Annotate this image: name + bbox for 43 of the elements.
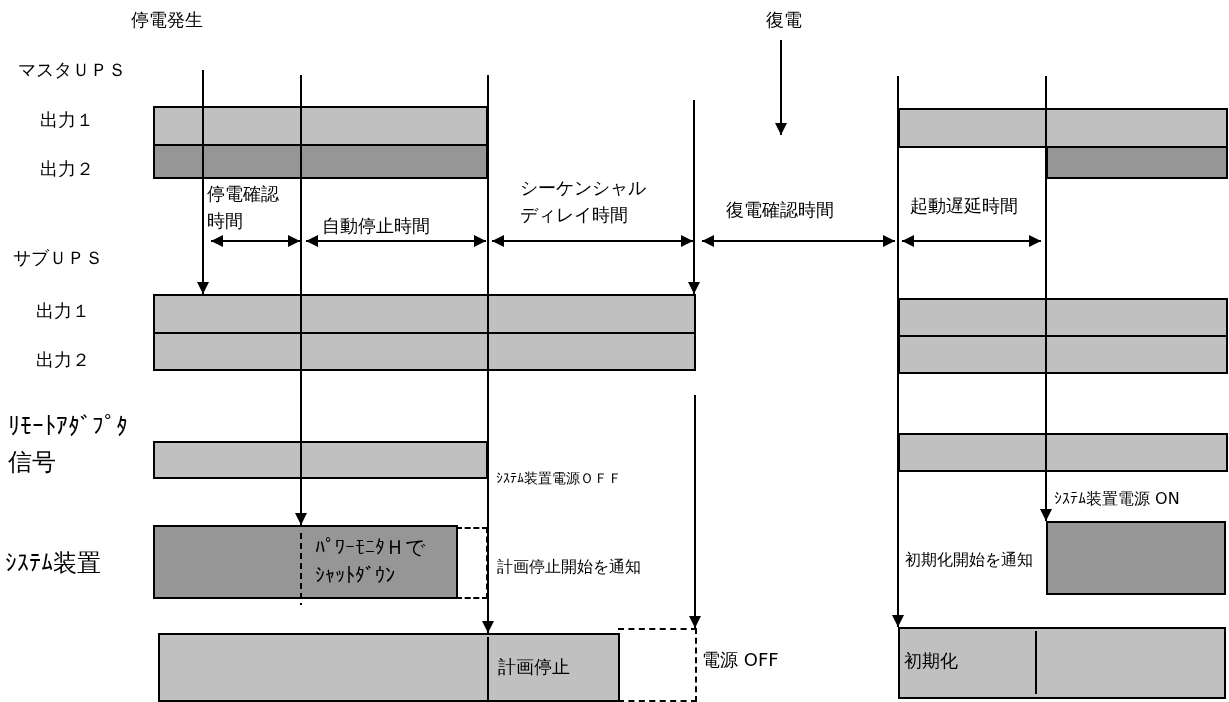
note: 計画停止開始を通知: [497, 556, 641, 578]
row-label: 出力２: [36, 348, 90, 372]
duration-label: 自動停止時間: [322, 214, 430, 238]
note: ｼｽﾃﾑ装置電源ＯＦＦ: [496, 469, 622, 488]
event-label: 停電発生: [131, 8, 203, 32]
timing-bar: ﾊﾟﾜｰﾓﾆﾀＨでｼｬｯﾄﾀﾞｳﾝ: [153, 525, 458, 599]
timing-bar: 初期化: [898, 627, 1226, 699]
arrow: [295, 74, 307, 526]
timing-bar: [898, 298, 1228, 337]
row-label: サブＵＰＳ: [13, 246, 103, 270]
timing-bar: [153, 106, 488, 146]
timing-bar: [153, 294, 696, 334]
dashed-box: [456, 527, 488, 599]
arrow: [1040, 75, 1052, 522]
timing-bar: [153, 332, 696, 371]
timing-bar: [153, 144, 488, 179]
timing-bar: [898, 108, 1228, 148]
row-label: ｼｽﾃﾑ装置: [5, 548, 101, 579]
duration-label: 停電確認時間: [207, 182, 280, 233]
arrow: [482, 74, 494, 634]
dashed-box: [618, 628, 697, 702]
event-label: 復電: [766, 8, 802, 32]
duration-label: シーケンシャルディレイ時間: [520, 176, 647, 227]
timing-bar: [153, 441, 488, 479]
row-label: 出力１: [40, 108, 94, 132]
row-label: 出力１: [36, 299, 90, 323]
row-label: 出力２: [40, 157, 94, 181]
duration-label: 復電確認時間: [726, 198, 834, 222]
timing-bar: [898, 335, 1228, 374]
row-label: マスタＵＰＳ: [18, 58, 126, 82]
note: 初期化開始を通知: [905, 549, 1033, 571]
timing-bar: [898, 433, 1228, 472]
arrow: [892, 75, 904, 628]
arrow: [197, 69, 209, 295]
row-label: ﾘﾓｰﾄｱﾀﾞﾌﾟﾀ信号: [8, 411, 129, 478]
note: 電源 OFF: [702, 648, 779, 672]
timing-bar: [1046, 521, 1226, 595]
arrow: [689, 394, 701, 629]
timing-bar: 計画停止: [158, 633, 620, 702]
note: ｼｽﾃﾑ装置電源 ON: [1054, 488, 1180, 510]
duration-label: 起動遅延時間: [910, 194, 1018, 218]
arrow: [688, 99, 700, 295]
timing-bar: [1046, 146, 1228, 179]
